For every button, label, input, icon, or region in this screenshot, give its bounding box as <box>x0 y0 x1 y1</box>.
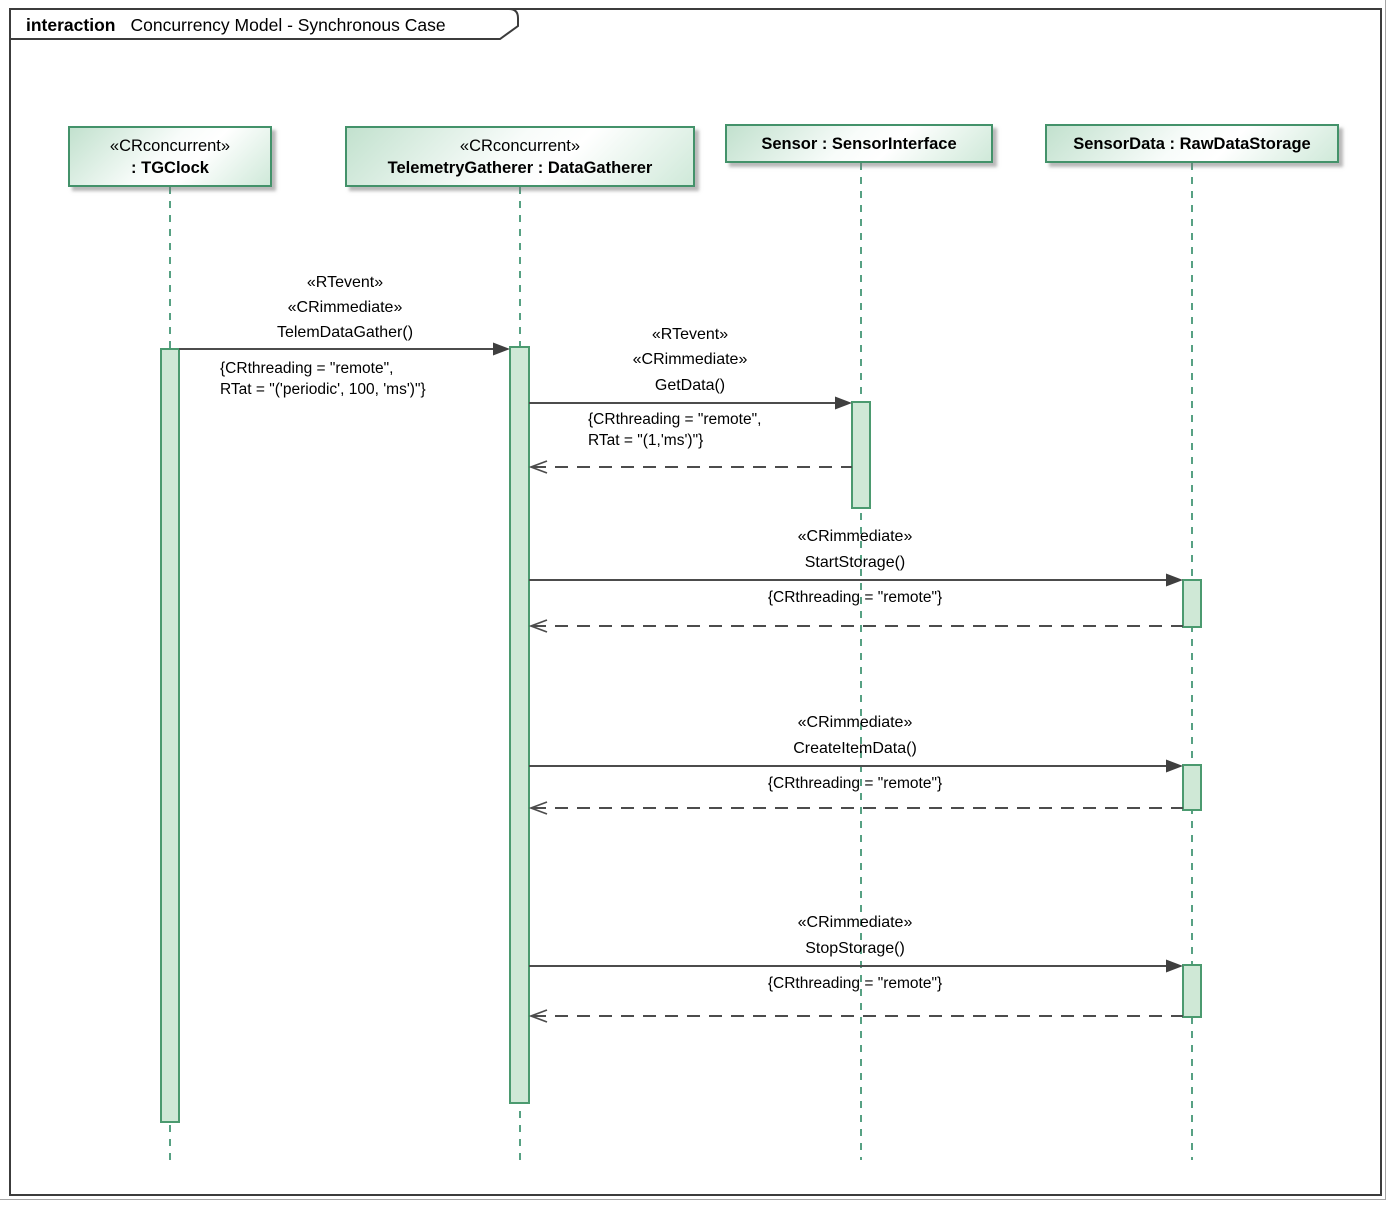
return-arrow-stopstorage[interactable] <box>528 1009 1183 1023</box>
lifeline-head-tgclock[interactable]: «CRconcurrent» : TGClock <box>68 126 272 187</box>
lifeline-name: : TGClock <box>131 158 209 177</box>
frame-border <box>9 8 1382 1196</box>
message-constraint: RTat = "('periodic', 100, 'ms')"} <box>220 381 426 398</box>
return-arrow-startstorage[interactable] <box>528 619 1183 633</box>
activation-telemetrygatherer[interactable] <box>509 346 530 1104</box>
lifeline-stereotype: «CRconcurrent» <box>459 136 581 155</box>
message-label-getdata[interactable]: GetData() <box>654 377 726 394</box>
message-constraint: {CRthreading = "remote"} <box>767 775 943 792</box>
lifeline-name: SensorData : RawDataStorage <box>1073 134 1311 153</box>
return-arrow-getdata[interactable] <box>528 460 852 474</box>
message-stereotype: «CRimmediate» <box>797 714 913 731</box>
message-arrow-telemdatagather[interactable] <box>179 342 510 356</box>
message-stereotype: «RTevent» <box>651 326 729 343</box>
lifeline-head-telemetrygatherer[interactable]: «CRconcurrent» TelemetryGatherer : DataG… <box>345 126 695 187</box>
message-constraint: RTat = "(1,'ms')"} <box>588 432 704 449</box>
activation-sensordata-2[interactable] <box>1182 764 1202 811</box>
lifeline-stereotype: «CRconcurrent» <box>109 136 231 155</box>
message-stereotype: «CRimmediate» <box>287 299 403 316</box>
message-stereotype: «CRimmediate» <box>797 914 913 931</box>
return-arrow-createitemdata[interactable] <box>528 801 1183 815</box>
frame-title: interaction Concurrency Model - Synchron… <box>26 14 446 36</box>
message-label-stopstorage[interactable]: StopStorage() <box>805 940 905 957</box>
message-arrow-stopstorage[interactable] <box>529 959 1183 973</box>
message-arrow-getdata[interactable] <box>529 396 852 410</box>
lifeline-name: Sensor : SensorInterface <box>761 134 957 153</box>
frame-title-tab <box>9 8 519 40</box>
message-label-startstorage[interactable]: StartStorage() <box>804 554 906 571</box>
message-stereotype: «RTevent» <box>306 274 384 291</box>
message-stereotype: «CRimmediate» <box>797 528 913 545</box>
lifeline-head-sensordata[interactable]: SensorData : RawDataStorage <box>1045 124 1339 163</box>
lifeline-head-sensor[interactable]: Sensor : SensorInterface <box>725 124 993 163</box>
activation-tgclock[interactable] <box>160 348 180 1123</box>
frame-kind-label: interaction <box>26 14 116 35</box>
activation-sensor[interactable] <box>851 401 871 509</box>
message-constraint: {CRthreading = "remote"} <box>767 589 943 606</box>
message-arrow-createitemdata[interactable] <box>529 759 1183 773</box>
message-constraint: {CRthreading = "remote", <box>220 360 394 377</box>
message-label-telemdatagather[interactable]: TelemDataGather() <box>276 324 414 341</box>
message-constraint: {CRthreading = "remote"} <box>767 975 943 992</box>
activation-sensordata-3[interactable] <box>1182 964 1202 1018</box>
lifeline-name: TelemetryGatherer : DataGatherer <box>387 158 653 177</box>
message-stereotype: «CRimmediate» <box>632 351 748 368</box>
frame-title-text: Concurrency Model - Synchronous Case <box>130 14 446 35</box>
message-arrow-startstorage[interactable] <box>529 573 1183 587</box>
message-label-createitemdata[interactable]: CreateItemData() <box>793 740 917 757</box>
activation-sensordata-1[interactable] <box>1182 579 1202 628</box>
message-constraint: {CRthreading = "remote", <box>588 411 762 428</box>
